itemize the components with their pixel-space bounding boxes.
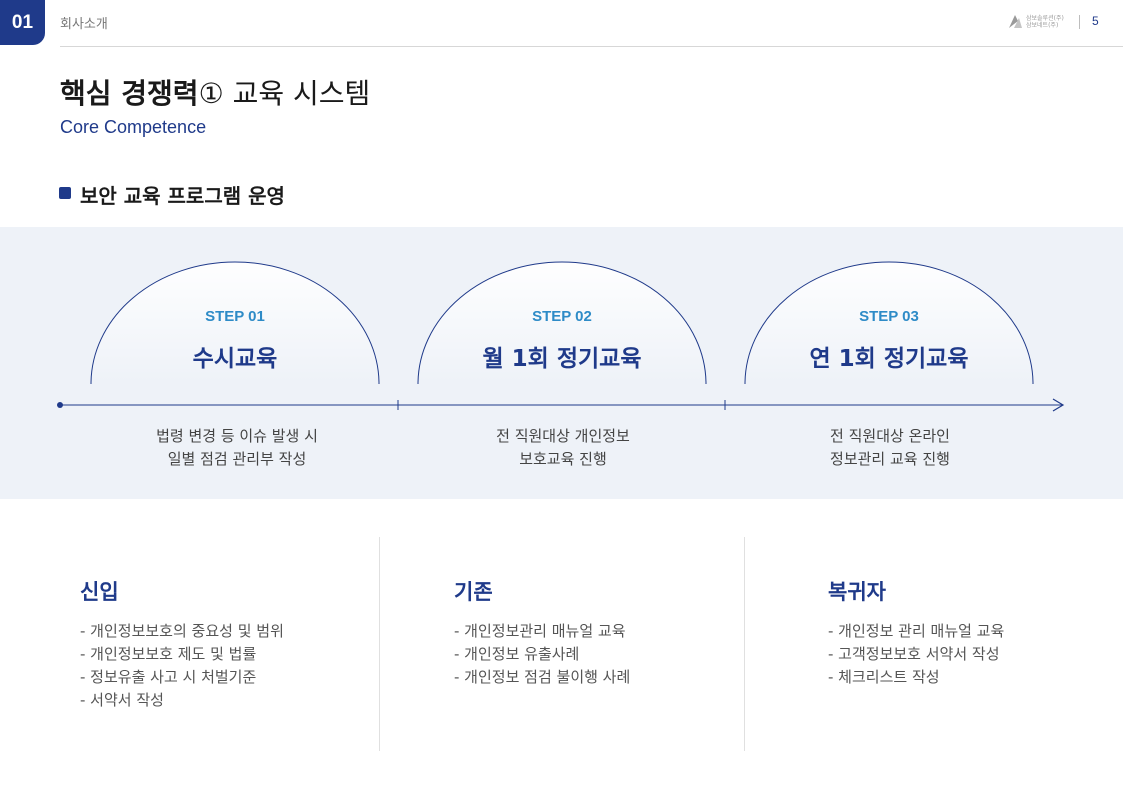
page-subtitle: Core Competence	[60, 117, 207, 137]
step-1-label: STEP 01	[205, 308, 265, 325]
logo-line-2: 삼보네트(주)	[1026, 21, 1059, 29]
column-divider	[379, 537, 380, 751]
step-3-desc-line-2: 정보관리 교육 진행	[830, 450, 950, 468]
step-2-desc-line-1: 전 직원대상 개인정보	[496, 427, 630, 445]
header-divider	[60, 46, 1123, 47]
step-2-label: STEP 02	[532, 308, 592, 325]
step-1-arch	[91, 262, 379, 384]
step-1-description: 법령 변경 등 이슈 발생 시 일별 점검 관리부 작성	[87, 425, 387, 471]
step-2-description: 전 직원대상 개인정보 보호교육 진행	[413, 425, 713, 471]
section-heading: 보안 교육 프로그램 운영	[80, 184, 285, 208]
column-divider	[744, 537, 745, 751]
header-separator	[1079, 15, 1080, 29]
steps-timeline	[57, 261, 1065, 412]
step-2-arch-outline	[417, 261, 707, 385]
group-title-new-hire: 신입	[80, 580, 119, 604]
list-item: - 고객정보보호 서약서 작성	[828, 645, 1000, 663]
group-list-new-hire: - 개인정보보호의 중요성 및 범위 - 개인정보보호 제도 및 법률 - 정보…	[80, 620, 284, 712]
step-1-arch-outline	[90, 261, 380, 385]
step-3-description: 전 직원대상 온라인 정보관리 교육 진행	[740, 425, 1040, 471]
logo-mark-icon	[1009, 15, 1022, 28]
step-1-desc-line-1: 법령 변경 등 이슈 발생 시	[156, 427, 318, 445]
step-2-title: 월 1회 정기교육	[482, 346, 642, 372]
logo-line-1: 삼보솔루션(주)	[1026, 14, 1064, 22]
step-3-desc-line-1: 전 직원대상 온라인	[830, 427, 950, 445]
group-list-returnee: - 개인정보 관리 매뉴얼 교육 - 고객정보보호 서약서 작성 - 체크리스트…	[828, 620, 1004, 689]
step-1-desc-line-2: 일별 점검 관리부 작성	[167, 450, 307, 468]
timeline-arrow-icon	[1052, 398, 1065, 412]
page-title: 핵심 경쟁력① 교육 시스템	[60, 72, 370, 112]
step-1-title: 수시교육	[192, 346, 278, 372]
timeline-start-dot	[57, 402, 63, 408]
page-title-marker: ①	[198, 77, 224, 110]
step-3-title: 연 1회 정기교육	[809, 346, 969, 372]
group-title-returnee: 복귀자	[828, 580, 886, 604]
list-item: - 개인정보 유출사례	[454, 645, 580, 663]
step-2-arch	[418, 262, 706, 384]
group-title-existing: 기존	[454, 580, 493, 604]
page-title-light: 교육 시스템	[223, 77, 371, 110]
company-logo: 삼보솔루션(주) 삼보네트(주)	[1008, 14, 1064, 29]
step-2-desc-line-2: 보호교육 진행	[519, 450, 607, 468]
group-list-existing: - 개인정보관리 매뉴얼 교육 - 개인정보 유출사례 - 개인정보 점검 불이…	[454, 620, 630, 689]
list-item: - 정보유출 사고 시 처벌기준	[80, 668, 257, 686]
logo-text: 삼보솔루션(주) 삼보네트(주)	[1026, 15, 1064, 29]
page-number: 5	[1092, 14, 1099, 28]
section-bullet-icon	[59, 187, 71, 199]
page-tab: 01	[0, 0, 45, 45]
list-item: - 개인정보 점검 불이행 사례	[454, 668, 631, 686]
section-name: 회사소개	[60, 17, 108, 32]
page-title-bold: 핵심 경쟁력	[60, 77, 199, 110]
list-item: - 체크리스트 작성	[828, 668, 940, 686]
list-item: - 개인정보관리 매뉴얼 교육	[454, 622, 626, 640]
step-3-arch	[745, 262, 1033, 384]
list-item: - 개인정보 관리 매뉴얼 교육	[828, 622, 1005, 640]
list-item: - 서약서 작성	[80, 691, 164, 709]
list-item: - 개인정보보호 제도 및 법률	[80, 645, 257, 663]
step-3-label: STEP 03	[859, 308, 919, 325]
list-item: - 개인정보보호의 중요성 및 범위	[80, 622, 284, 640]
step-3-arch-outline	[744, 261, 1034, 385]
